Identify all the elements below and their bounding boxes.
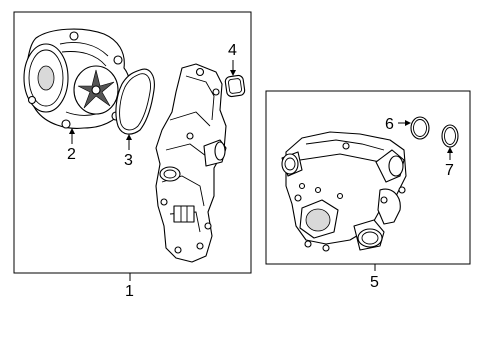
arrow-7 [447,147,453,153]
group-box-1 [13,11,252,274]
callout-3: 3 [124,152,133,169]
callout-2: 2 [67,146,76,163]
callout-6: 6 [385,116,394,133]
thermostat-housing [281,131,407,252]
callout-4: 4 [228,42,237,59]
callout-1: 1 [125,283,134,300]
callout-7: 7 [445,162,454,179]
callout-5: 5 [370,274,379,291]
pump-gasket [115,68,155,135]
arrow-2 [69,128,75,134]
small-gasket [224,74,246,98]
arrow-4 [230,70,236,76]
arrow-6 [405,120,411,126]
o-ring-7 [441,124,459,148]
arrow-3 [126,134,132,140]
o-ring-6 [410,116,430,140]
pump-housing-cover [155,63,227,263]
group-box-5 [265,90,471,265]
water-pump [23,28,131,129]
